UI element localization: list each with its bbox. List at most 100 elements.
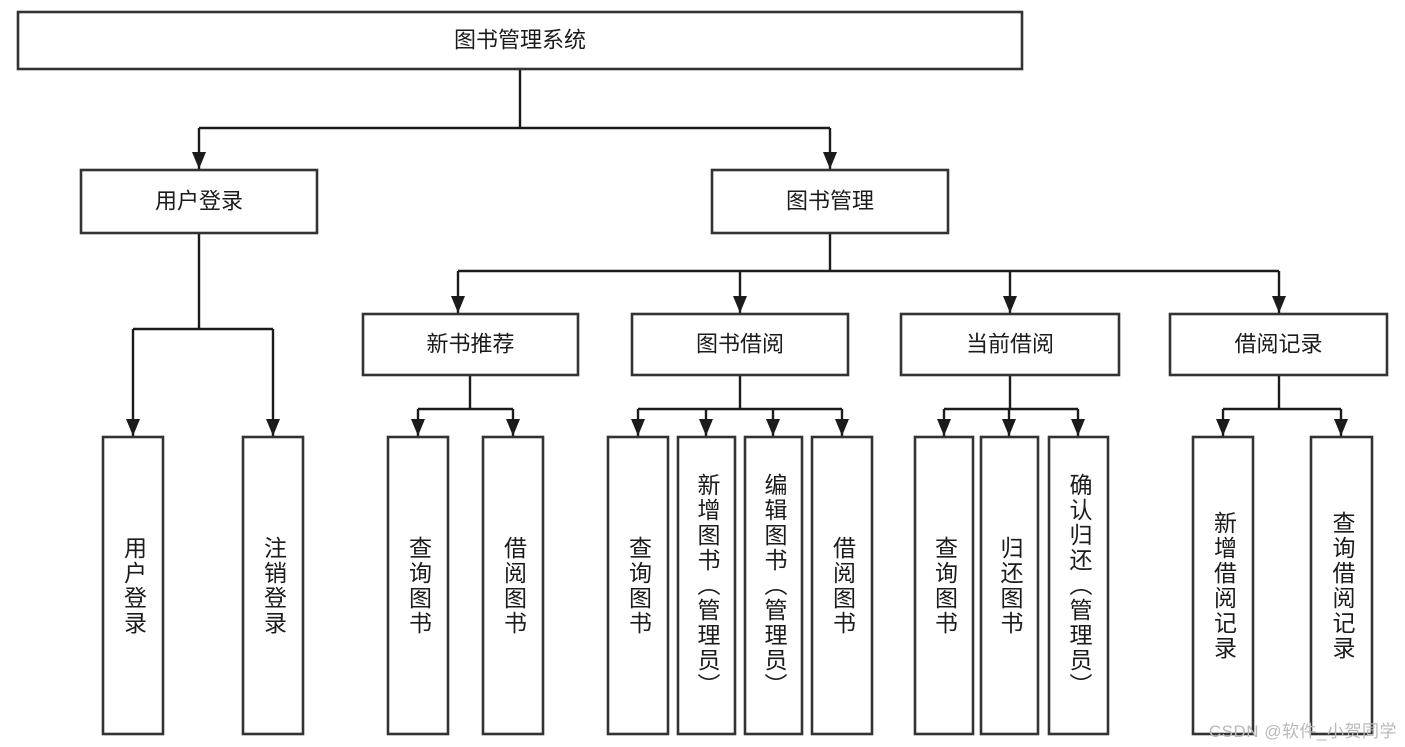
node-label-wrap: 编辑图书（管理员） [761,473,787,698]
node-label-wrap: 查询借阅记录 [1329,510,1355,661]
node-box[interactable] [79,168,319,235]
arrow-head-icon [1216,419,1230,436]
node-label: 用户登录 [120,535,147,636]
connector-group [192,69,837,169]
arrow-head-icon [823,152,837,169]
arrow-head-icon [937,419,951,436]
node-box[interactable] [481,435,545,736]
node-box[interactable] [1168,312,1389,377]
node-label: 用户登录 [155,188,243,213]
node-label-wrap: 注销登录 [260,535,287,636]
connector-group [451,233,1286,313]
arrow-head-icon [766,419,780,436]
node-box[interactable] [606,435,670,736]
node-label: 图书管理 [786,188,874,213]
node-box[interactable] [386,435,450,736]
node-box[interactable] [979,435,1040,736]
node-module[interactable]: 用户登录 [79,168,319,235]
node-label-wrap: 借阅图书 [500,535,527,636]
node-box[interactable] [913,435,975,736]
arrow-head-icon [699,419,713,436]
node-operation[interactable]: 确认归还（管理员） [1047,435,1110,736]
node-label: 编辑图书（管理员） [761,473,787,698]
node-operation[interactable]: 借阅图书 [810,435,874,736]
node-label: 借阅记录 [1234,331,1322,356]
node-label-wrap: 归还图书 [997,535,1023,636]
node-label: 查询借阅记录 [1329,510,1355,661]
connector-layer [126,69,1348,436]
arrow-head-icon [451,296,465,313]
node-box[interactable] [101,435,165,736]
node-label: 查询图书 [625,535,652,636]
arrow-head-icon [733,296,747,313]
node-box[interactable] [810,435,874,736]
connector-group [1216,375,1348,436]
node-label: 注销登录 [260,535,287,636]
node-label-wrap: 确认归还（管理员） [1066,473,1092,698]
node-module[interactable]: 图书管理 [710,168,950,235]
arrow-head-icon [266,419,280,436]
node-operation[interactable]: 新增图书（管理员） [676,435,737,736]
node-label: 图书管理系统 [454,27,586,52]
connector-group [937,375,1085,436]
node-operation[interactable]: 查询借阅记录 [1309,435,1374,736]
node-box[interactable] [676,435,737,736]
node-operation[interactable]: 查询图书 [606,435,670,736]
node-operation[interactable]: 查询图书 [386,435,450,736]
node-label-wrap: 查询图书 [931,535,958,636]
node-label-wrap: 查询图书 [405,535,432,636]
arrow-head-icon [506,419,520,436]
arrow-head-icon [192,152,206,169]
node-box[interactable] [16,10,1024,71]
arrow-head-icon [1071,419,1085,436]
arrow-head-icon [1334,419,1348,436]
node-label: 确认归还（管理员） [1066,473,1092,698]
arrow-head-icon [1272,296,1286,313]
node-label: 借阅图书 [500,535,527,636]
node-operation[interactable]: 归还图书 [979,435,1040,736]
node-label-wrap: 新增图书（管理员） [694,473,720,698]
node-label: 新增图书（管理员） [694,473,720,698]
node-box[interactable] [1047,435,1110,736]
node-box[interactable] [630,312,850,377]
arrow-head-icon [1003,296,1017,313]
node-label-wrap: 新增借阅记录 [1210,510,1237,661]
arrow-head-icon [835,419,849,436]
node-label-wrap: 用户登录 [120,535,147,636]
node-box[interactable] [743,435,804,736]
node-label-wrap: 查询图书 [625,535,652,636]
node-label: 查询图书 [405,535,432,636]
node-submodule[interactable]: 新书推荐 [361,312,580,377]
node-label: 查询图书 [931,535,958,636]
node-label: 图书借阅 [696,331,784,356]
connector-group [126,233,280,436]
node-operation[interactable]: 新增借阅记录 [1191,435,1255,736]
node-box[interactable] [710,168,950,235]
node-box[interactable] [1191,435,1255,736]
node-box[interactable] [1309,435,1374,736]
node-operation[interactable]: 编辑图书（管理员） [743,435,804,736]
node-label: 新书推荐 [426,331,514,356]
node-box[interactable] [241,435,305,736]
node-submodule[interactable]: 借阅记录 [1168,312,1389,377]
node-operation[interactable]: 借阅图书 [481,435,545,736]
node-operation[interactable]: 查询图书 [913,435,975,736]
node-submodule[interactable]: 当前借阅 [899,312,1121,377]
node-box[interactable] [899,312,1121,377]
connector-group [631,375,849,436]
node-label-wrap: 借阅图书 [830,536,856,636]
arrow-head-icon [631,419,645,436]
node-layer: 图书管理系统用户登录图书管理新书推荐图书借阅当前借阅借阅记录用户登录注销登录查询… [16,10,1389,736]
node-label: 归还图书 [997,535,1023,636]
node-box[interactable] [361,312,580,377]
node-submodule[interactable]: 图书借阅 [630,312,850,377]
node-operation[interactable]: 注销登录 [241,435,305,736]
arrow-head-icon [411,419,425,436]
connector-group [411,375,520,436]
node-label: 新增借阅记录 [1210,510,1237,661]
node-root[interactable]: 图书管理系统 [16,10,1024,71]
node-operation[interactable]: 用户登录 [101,435,165,736]
arrow-head-icon [1002,419,1016,436]
